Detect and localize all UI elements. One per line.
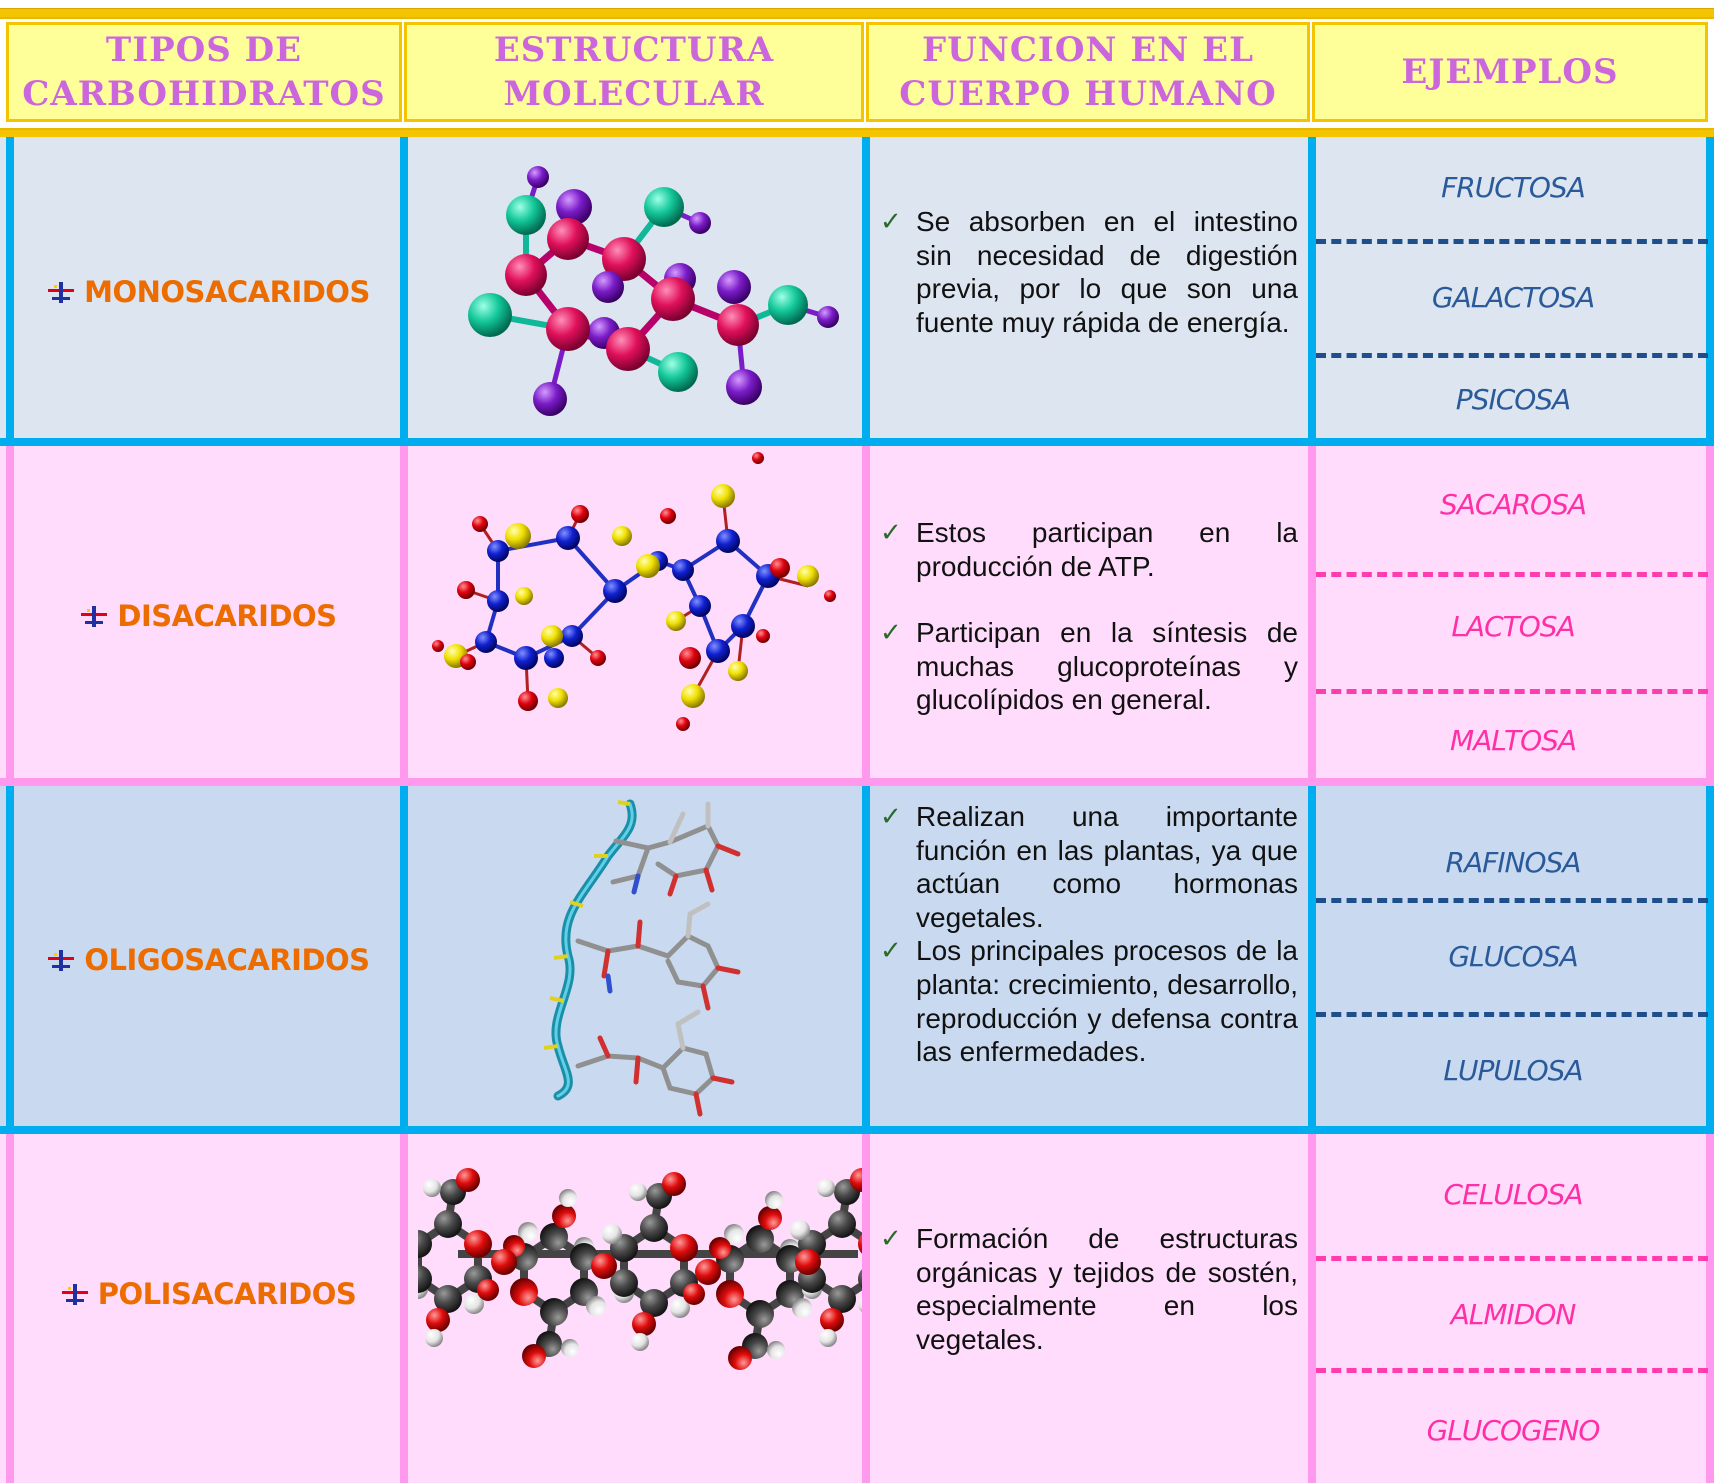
- function-item: ✓Estos participan en la producción de AT…: [880, 517, 1298, 582]
- example-divider: [1316, 1012, 1708, 1017]
- example-divider: [1316, 572, 1708, 577]
- type-label: OLIGOSACARIDOS: [84, 943, 370, 977]
- plus-arrow-bullet-icon: [61, 1283, 88, 1305]
- example-glucogeno: GLUCOGENO: [1426, 1414, 1601, 1447]
- table-row-oligosacaridos: OLIGOSACARIDOS: [0, 786, 1714, 1134]
- header-bottom-rule: [0, 128, 1714, 139]
- checkmark-icon: ✓: [880, 935, 902, 966]
- plus-arrow-bullet-icon: [48, 281, 75, 303]
- monosaccharide-molecule-image: [468, 166, 839, 416]
- header-funcion-line1: FUNCION EN EL: [921, 30, 1254, 70]
- table-row-monosacaridos: MONOSACARIDOS: [0, 137, 1714, 446]
- example-sacarosa: SACAROSA: [1439, 488, 1587, 521]
- table-row-polisacaridos: POLISACARIDOS: [0, 1134, 1714, 1483]
- example-galactosa: GALACTOSA: [1431, 281, 1595, 314]
- table-row-disacaridos: DISACARIDOS: [0, 446, 1714, 786]
- type-cell-oligosacaridos: OLIGOSACARIDOS: [14, 786, 404, 1134]
- example-divider: [1316, 1368, 1708, 1373]
- checkmark-icon: ✓: [880, 206, 902, 236]
- function-item: ✓Participan en la síntesis de muchas glu…: [880, 617, 1298, 716]
- header-ejemplos-text: EJEMPLOS: [1401, 52, 1619, 92]
- type-cell-disacaridos: DISACARIDOS: [14, 446, 404, 786]
- checkmark-icon: ✓: [880, 617, 902, 648]
- example-lupulosa: LUPULOSA: [1443, 1054, 1583, 1087]
- header-top-rule: [0, 8, 1714, 19]
- header-tipos-line1: TIPOS DE: [105, 30, 303, 70]
- checkmark-icon: ✓: [880, 1223, 902, 1253]
- type-label: POLISACARIDOS: [97, 1276, 357, 1311]
- oligosaccharide-molecule-image: [543, 799, 741, 1117]
- type-cell-monosacaridos: MONOSACARIDOS: [14, 137, 404, 446]
- example-divider: [1316, 689, 1708, 694]
- header-estructura-line2: MOLECULAR: [503, 74, 765, 114]
- example-fructosa: FRUCTOSA: [1441, 171, 1586, 204]
- example-lactosa: LACTOSA: [1451, 610, 1575, 643]
- example-almidon: ALMIDON: [1450, 1298, 1577, 1331]
- function-item: ✓Realizan una importante función en las …: [880, 801, 1298, 933]
- example-divider: [1316, 1256, 1708, 1261]
- plus-arrow-bullet-icon: [48, 950, 75, 971]
- type-label: MONOSACARIDOS: [84, 274, 370, 309]
- example-maltosa: MALTOSA: [1449, 724, 1577, 757]
- function-item: ✓Formación de estructuras orgánicas y te…: [880, 1223, 1298, 1355]
- example-rafinosa: RAFINOSA: [1445, 846, 1582, 879]
- plus-arrow-bullet-icon: [81, 606, 108, 627]
- header-funcion-line2: CUERPO HUMANO: [899, 74, 1277, 114]
- polysaccharide-molecule-image: [418, 1134, 862, 1434]
- example-celulosa: CELULOSA: [1443, 1178, 1583, 1211]
- header-ejemplos: EJEMPLOS: [1312, 22, 1708, 122]
- function-cell-disacaridos: ✓Estos participan en la producción de AT…: [880, 516, 1298, 717]
- checkmark-icon: ✓: [880, 801, 902, 831]
- example-divider: [1316, 239, 1708, 244]
- type-label: DISACARIDOS: [117, 599, 337, 633]
- function-cell-polisacaridos: ✓Formación de estructuras orgánicas y te…: [880, 1222, 1298, 1356]
- example-divider: [1316, 898, 1708, 903]
- function-item: ✓Se absorben en el intestino sin necesid…: [880, 206, 1298, 338]
- example-glucosa: GLUCOSA: [1448, 940, 1578, 973]
- disaccharide-molecule-image: [432, 452, 836, 731]
- example-divider: [1316, 353, 1708, 358]
- header-tipos-line2: CARBOHIDRATOS: [22, 74, 386, 114]
- example-psicosa: PSICOSA: [1455, 383, 1571, 416]
- function-cell-oligosacaridos: ✓Realizan una importante función en las …: [880, 800, 1298, 1069]
- type-cell-polisacaridos: POLISACARIDOS: [14, 1134, 404, 1453]
- function-cell-monosacaridos: ✓Se absorben en el intestino sin necesid…: [880, 205, 1298, 339]
- header-estructura-line1: ESTRUCTURA: [493, 30, 775, 70]
- function-item: ✓Los principales procesos de la planta: …: [880, 935, 1298, 1068]
- checkmark-icon: ✓: [880, 517, 902, 547]
